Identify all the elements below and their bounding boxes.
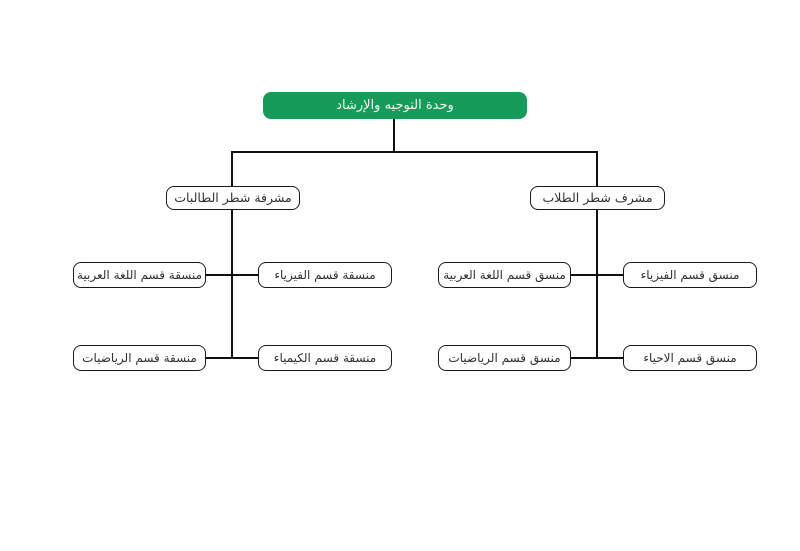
- org-node-female-physics-dept: منسقة قسم الفيزياء: [258, 262, 392, 288]
- org-node-supervisor-female-section: مشرفة شطر الطالبات: [166, 186, 300, 210]
- org-node-supervisor-male-section: مشرف شطر الطلاب: [530, 186, 665, 210]
- org-node-male-arabic-dept: منسق قسم اللغة العربية: [438, 262, 571, 288]
- org-node-male-biology-dept: منسق قسم الاحياء: [623, 345, 757, 371]
- org-node-female-chemistry-dept: منسقة قسم الكيمياء: [258, 345, 392, 371]
- org-node-male-physics-dept: منسق قسم الفيزياء: [623, 262, 757, 288]
- connector-left-supervisor: [231, 151, 233, 186]
- connector-left-trunk: [231, 210, 233, 358]
- org-node-female-arabic-dept: منسقة قسم اللغة العربية: [73, 262, 206, 288]
- org-node-male-math-dept: منسق قسم الرياضيات: [438, 345, 571, 371]
- connector-right-row2: [571, 357, 623, 359]
- connector-left-row1: [206, 274, 258, 276]
- connector-right-trunk: [596, 210, 598, 358]
- org-node-root: وحدة التوجيه والإرشاد: [263, 92, 527, 119]
- connector-root-down: [393, 119, 395, 153]
- connector-main-horizontal: [231, 151, 598, 153]
- connector-right-row1: [571, 274, 623, 276]
- org-node-female-math-dept: منسقة قسم الرياضيات: [73, 345, 206, 371]
- connector-left-row2: [206, 357, 258, 359]
- connector-right-supervisor: [596, 151, 598, 186]
